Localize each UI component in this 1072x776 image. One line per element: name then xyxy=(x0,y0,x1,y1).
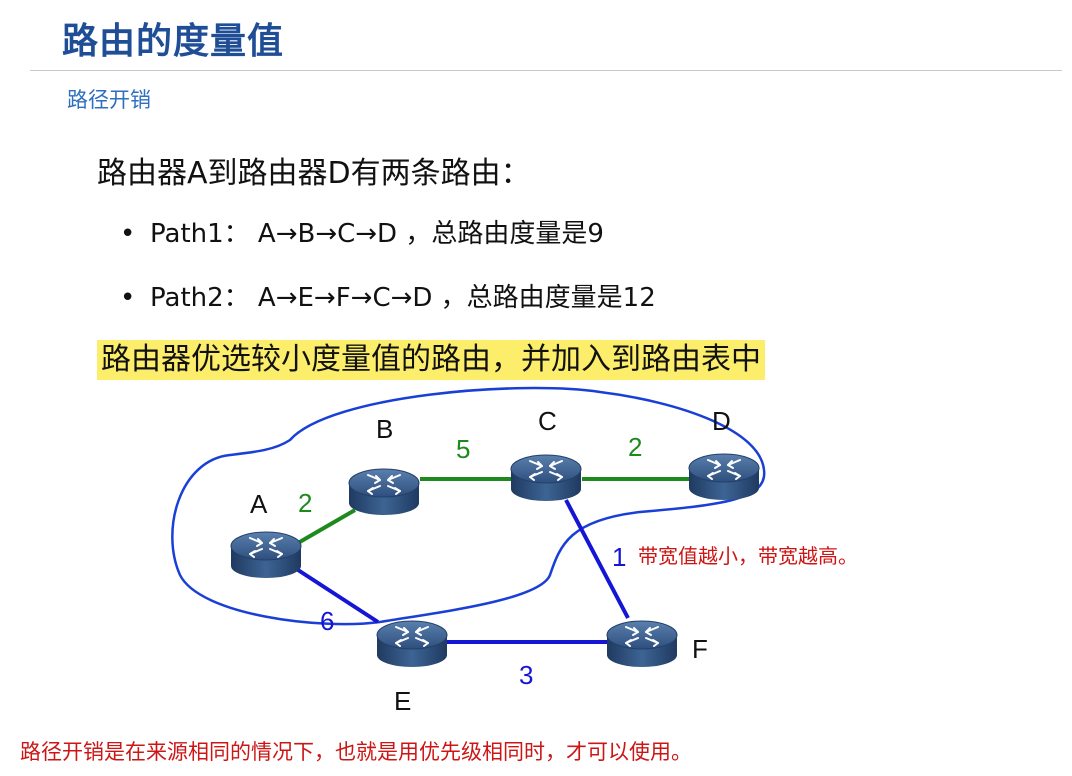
path-highlight-loop xyxy=(171,386,766,626)
node-label-a: A xyxy=(250,489,268,519)
section-subtitle: 路径开销 xyxy=(67,88,151,112)
node-label-b: B xyxy=(376,414,393,444)
weight-a-b: 2 xyxy=(298,488,312,518)
node-label-c: C xyxy=(538,406,557,436)
weight-b-c: 5 xyxy=(456,434,470,464)
weight-c-d: 2 xyxy=(628,432,642,462)
bullet-path1-text: Path1： A→B→C→D ，总路由度量是9 xyxy=(150,219,604,249)
link-a-b xyxy=(296,508,357,545)
bullet-path1: • Path1： A→B→C→D ，总路由度量是9 xyxy=(120,213,604,250)
bandwidth-note: 带宽值越小，带宽越高。 xyxy=(638,544,858,568)
router-e-icon xyxy=(376,620,448,668)
router-d-icon xyxy=(688,453,760,501)
footer-note: 路径开销是在来源相同的情况下，也就是用优先级相同时，才可以使用。 xyxy=(20,740,692,764)
router-a-icon xyxy=(230,531,302,579)
link-c-f xyxy=(564,499,630,619)
bullet-dot-icon: • xyxy=(120,283,136,313)
router-b-icon xyxy=(348,468,420,516)
weight-c-f: 1 xyxy=(612,542,626,572)
node-label-d: D xyxy=(712,406,731,436)
node-label-f: F xyxy=(692,634,708,664)
router-f-icon xyxy=(606,620,678,668)
node-label-e: E xyxy=(394,686,411,716)
title-divider xyxy=(30,70,1062,71)
bullet-dot-icon: • xyxy=(120,219,136,249)
router-c-icon xyxy=(510,454,582,502)
content-heading: 路由器A到路由器D有两条路由： xyxy=(97,156,531,191)
link-a-e xyxy=(296,568,380,624)
bullet-path2: • Path2： A→E→F→C→D ，总路由度量是12 xyxy=(120,277,656,314)
page-title: 路由的度量值 xyxy=(62,21,285,62)
bullet-path2-text: Path2： A→E→F→C→D ，总路由度量是12 xyxy=(150,283,656,313)
weight-a-e: 6 xyxy=(320,606,334,636)
weight-e-f: 3 xyxy=(519,660,533,690)
highlighted-conclusion: 路由器优选较小度量值的路由，并加入到路由表中 xyxy=(97,340,765,380)
